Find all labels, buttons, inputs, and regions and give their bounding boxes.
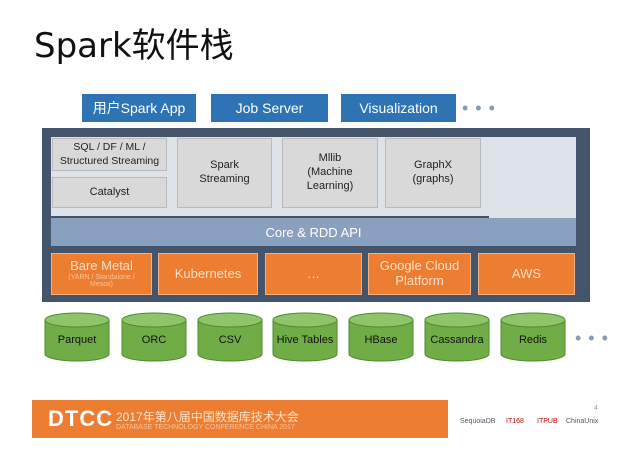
cylinder-shape [44, 312, 110, 362]
catalyst-box: Catalyst [52, 177, 167, 208]
storage-orc: ORC [121, 312, 187, 362]
cylinder-shape [272, 312, 338, 362]
storage-label: Hive Tables [276, 334, 334, 346]
sponsor-logo-it168: IT168 [506, 418, 524, 425]
cylinder-shape [424, 312, 490, 362]
storage-label: Cassandra [430, 334, 484, 346]
storage-label: Redis [518, 334, 548, 346]
storage-label: Parquet [57, 334, 97, 346]
google-cloud-box: Google Cloud Platform [368, 253, 471, 295]
bare-metal-sublabel: (YARN / Standalone / Mesos) [68, 273, 135, 289]
other-platforms-box: … [265, 253, 362, 295]
core-rdd-api-bar: Core & RDD API [51, 218, 576, 246]
storage-label: HBase [364, 334, 398, 346]
apps-more-ellipsis: • • • [462, 98, 496, 118]
storage-label: ORC [141, 334, 167, 346]
bare-metal-box: Bare Metal (YARN / Standalone / Mesos) [51, 253, 152, 295]
kubernetes-box: Kubernetes [158, 253, 258, 295]
sponsor-logo-sequoiadb: SequoiaDB [460, 418, 496, 425]
graphx-box: GraphX (graphs) [385, 138, 481, 208]
cylinder-shape [500, 312, 566, 362]
sql-df-ml-box: SQL / DF / ML / Structured Streaming [52, 138, 167, 171]
conference-subtitle: DATABASE TECHNOLOGY CONFERENCE CHINA 201… [116, 424, 295, 431]
conference-footer-banner [32, 400, 448, 438]
visualization-box: Visualization [341, 94, 456, 122]
cylinder-shape [121, 312, 187, 362]
conference-title: 2017年第八届中国数据库技术大会 [116, 410, 299, 424]
storage-parquet: Parquet [44, 312, 110, 362]
aws-box: AWS [478, 253, 575, 295]
storage-cassandra: Cassandra [424, 312, 490, 362]
user-spark-app-box: 用户Spark App [82, 94, 196, 122]
cylinder-shape [348, 312, 414, 362]
mllib-box: Mllib (Machine Learning) [282, 138, 378, 208]
libraries-panel-ext [489, 137, 576, 218]
page-title: Spark软件栈 [34, 26, 234, 66]
storage-hive-tables: Hive Tables [272, 312, 338, 362]
sponsor-logo-chinaunix: ChinaUnix [566, 418, 599, 425]
storage-hbase: HBase [348, 312, 414, 362]
spark-streaming-box: Spark Streaming [177, 138, 272, 208]
cylinder-shape [197, 312, 263, 362]
storage-label: CSV [218, 334, 242, 346]
storage-csv: CSV [197, 312, 263, 362]
dtcc-logo: DTCC [48, 406, 114, 431]
sponsor-logo-itpub: ITPUB [537, 418, 558, 425]
bare-metal-label: Bare Metal [70, 257, 133, 273]
storage-redis: Redis [500, 312, 566, 362]
page-number: 4 [594, 405, 598, 412]
storage-more-ellipsis: • • • [575, 328, 609, 348]
job-server-box: Job Server [211, 94, 328, 122]
